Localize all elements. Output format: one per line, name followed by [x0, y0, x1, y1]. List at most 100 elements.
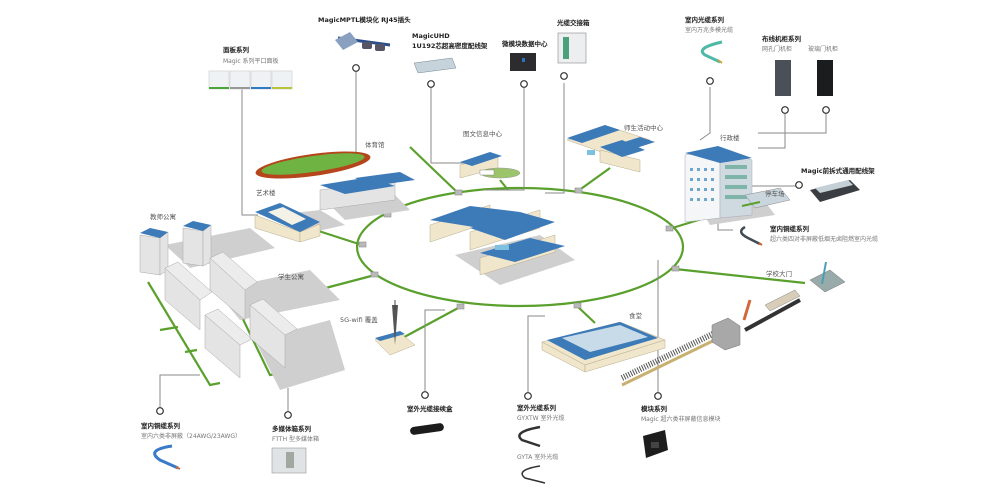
outdoor-fiber-images — [518, 425, 546, 484]
endpoint-indoor-fiber — [706, 77, 714, 85]
patch-panel-title: Magic前拆式通用配线架 — [801, 166, 875, 175]
switch-node — [671, 265, 680, 272]
cabinet-item-glass: 玻璃门机柜 — [808, 45, 838, 53]
micro-dc-image — [510, 53, 536, 71]
cabinet-images — [775, 60, 833, 96]
indoor-copper-left-subtitle: 室内六类非屏蔽（24AWG/23AWG） — [141, 432, 241, 440]
label-canteen: 食堂 — [629, 311, 643, 320]
teacher-apartments-illustration — [139, 221, 275, 276]
endpoint-module — [654, 392, 662, 400]
library-illustration — [459, 152, 521, 179]
endpoint-outdoor-fiber — [524, 392, 532, 400]
cross-box-image — [557, 32, 587, 64]
panel-thumbnails — [208, 70, 293, 90]
label-library: 图文信息中心 — [463, 129, 503, 138]
glass-door-cabinet-image — [817, 60, 833, 96]
gyxtw-cable-image — [518, 425, 541, 448]
stadium-illustration — [255, 151, 371, 179]
endpoint-cabinet-mesh — [781, 106, 789, 114]
switch-node — [456, 303, 465, 310]
switch-node — [665, 225, 674, 232]
micro-dc-title: 微模块数据中心 — [501, 39, 548, 48]
parking-illustration — [741, 187, 791, 209]
media-box-subtitle: FTTH 型多媒体箱 — [272, 435, 319, 443]
indoor-fiber-title: 室内光缆系列 — [685, 15, 725, 24]
product-labels: 面板系列 Magic 系列平口面板 MagicMPTL模块化 RJ45插头 Ma… — [141, 15, 878, 461]
gym-illustration — [319, 172, 415, 220]
mptl-plug-image — [335, 32, 391, 51]
panel-thumb-yellow — [271, 70, 293, 90]
central-building-illustration — [429, 204, 575, 285]
network-backbone — [147, 146, 806, 387]
student-apartments-illustration — [164, 251, 345, 390]
label-activity: 师生活动中心 — [624, 123, 664, 132]
front-patch-panel-image — [810, 180, 860, 202]
panel-thumb-green — [208, 70, 230, 90]
panel-title: 面板系列 — [223, 45, 250, 54]
label-teacher-apt: 教师公寓 — [150, 212, 176, 221]
indoor-fiber-subtitle: 室内万兆多模光缆 — [685, 26, 733, 34]
label-wifi: 5G-wifi 覆盖 — [340, 315, 378, 324]
uhd-title-line2: 1U192芯超高密度配线架 — [412, 41, 488, 50]
mptl-title: MagicMPTL模块化 RJ45插头 — [318, 15, 411, 24]
copper-cable-right-image — [739, 225, 763, 246]
school-gate-illustration — [620, 261, 846, 387]
media-box-title: 多媒体箱系列 — [272, 424, 312, 433]
panel-thumb-gray — [229, 70, 251, 90]
label-parking: 停车场 — [765, 189, 785, 198]
endpoint-cross-box — [560, 72, 568, 80]
endpoint-media-box — [284, 411, 292, 419]
switch-node — [370, 271, 379, 278]
link-wifi — [394, 306, 461, 343]
label-gate: 学校大门 — [766, 269, 792, 278]
module-title: 模块系列 — [641, 404, 668, 413]
switch-node — [574, 187, 583, 194]
link-gate — [674, 267, 806, 285]
module-subtitle: Magic 超六类非屏蔽信息模块 — [641, 415, 721, 423]
cabinet-title: 布线机柜系列 — [762, 34, 802, 43]
label-admin: 行政楼 — [720, 133, 740, 142]
wifi-tower-illustration — [374, 300, 416, 356]
endpoint-uhd — [427, 80, 435, 88]
switch-node — [573, 302, 582, 309]
endpoint-indoor-copper-left — [156, 407, 164, 415]
endpoint-mptl — [352, 64, 360, 72]
cross-box-title: 光缆交接箱 — [556, 18, 590, 27]
link-canteen — [576, 305, 596, 324]
label-gym: 体育馆 — [365, 140, 385, 149]
outdoor-fiber-title: 室外光缆系列 — [517, 403, 557, 412]
endpoint-micro-dc — [520, 80, 528, 88]
switch-node — [358, 241, 367, 248]
media-box-image — [271, 447, 307, 474]
link-library-b — [499, 179, 509, 191]
indoor-fiber-image — [700, 40, 723, 64]
outdoor-fiber-item-gyta: GYTA 室外光缆 — [517, 453, 558, 461]
endpoint-patch-panel — [795, 181, 803, 189]
backbone-ring — [355, 186, 685, 308]
mesh-door-cabinet-image — [775, 60, 791, 96]
outdoor-fiber-item-gyxtw: GYXTW 室外光缆 — [517, 414, 565, 422]
link-activity — [577, 167, 611, 192]
canteen-illustration — [541, 321, 666, 373]
art-building-illustration — [254, 203, 345, 243]
cabinet-item-mesh: 网孔门机柜 — [762, 45, 792, 53]
copper-cable-left-image — [153, 444, 181, 470]
label-art: 艺术楼 — [256, 188, 276, 197]
link-apartments — [147, 250, 289, 387]
uhd-patch-panel-image — [413, 57, 457, 74]
indoor-copper-right-subtitle: 超六类四对非屏蔽低烟无卤阻燃室内光缆 — [770, 235, 878, 243]
activity-center-illustration — [566, 125, 655, 173]
endpoint-cabinet-glass — [822, 106, 830, 114]
link-library-a — [409, 146, 459, 194]
splice-title: 室外光缆接续盒 — [407, 404, 453, 413]
label-student-apt: 学生公寓 — [278, 272, 304, 281]
panel-subtitle: Magic 系列平口面板 — [223, 57, 279, 65]
keystone-module-image — [643, 430, 668, 458]
indoor-copper-right-title: 室内铜缆系列 — [770, 224, 810, 233]
switch-node — [454, 189, 463, 196]
endpoint-splice — [421, 391, 429, 399]
gyta-cable-image — [521, 465, 546, 484]
panel-thumb-blue — [250, 70, 272, 90]
building-labels: 体育馆 艺术楼 图文信息中心 师生活动中心 行政楼 停车场 教师公寓 学生公寓 … — [150, 123, 792, 324]
